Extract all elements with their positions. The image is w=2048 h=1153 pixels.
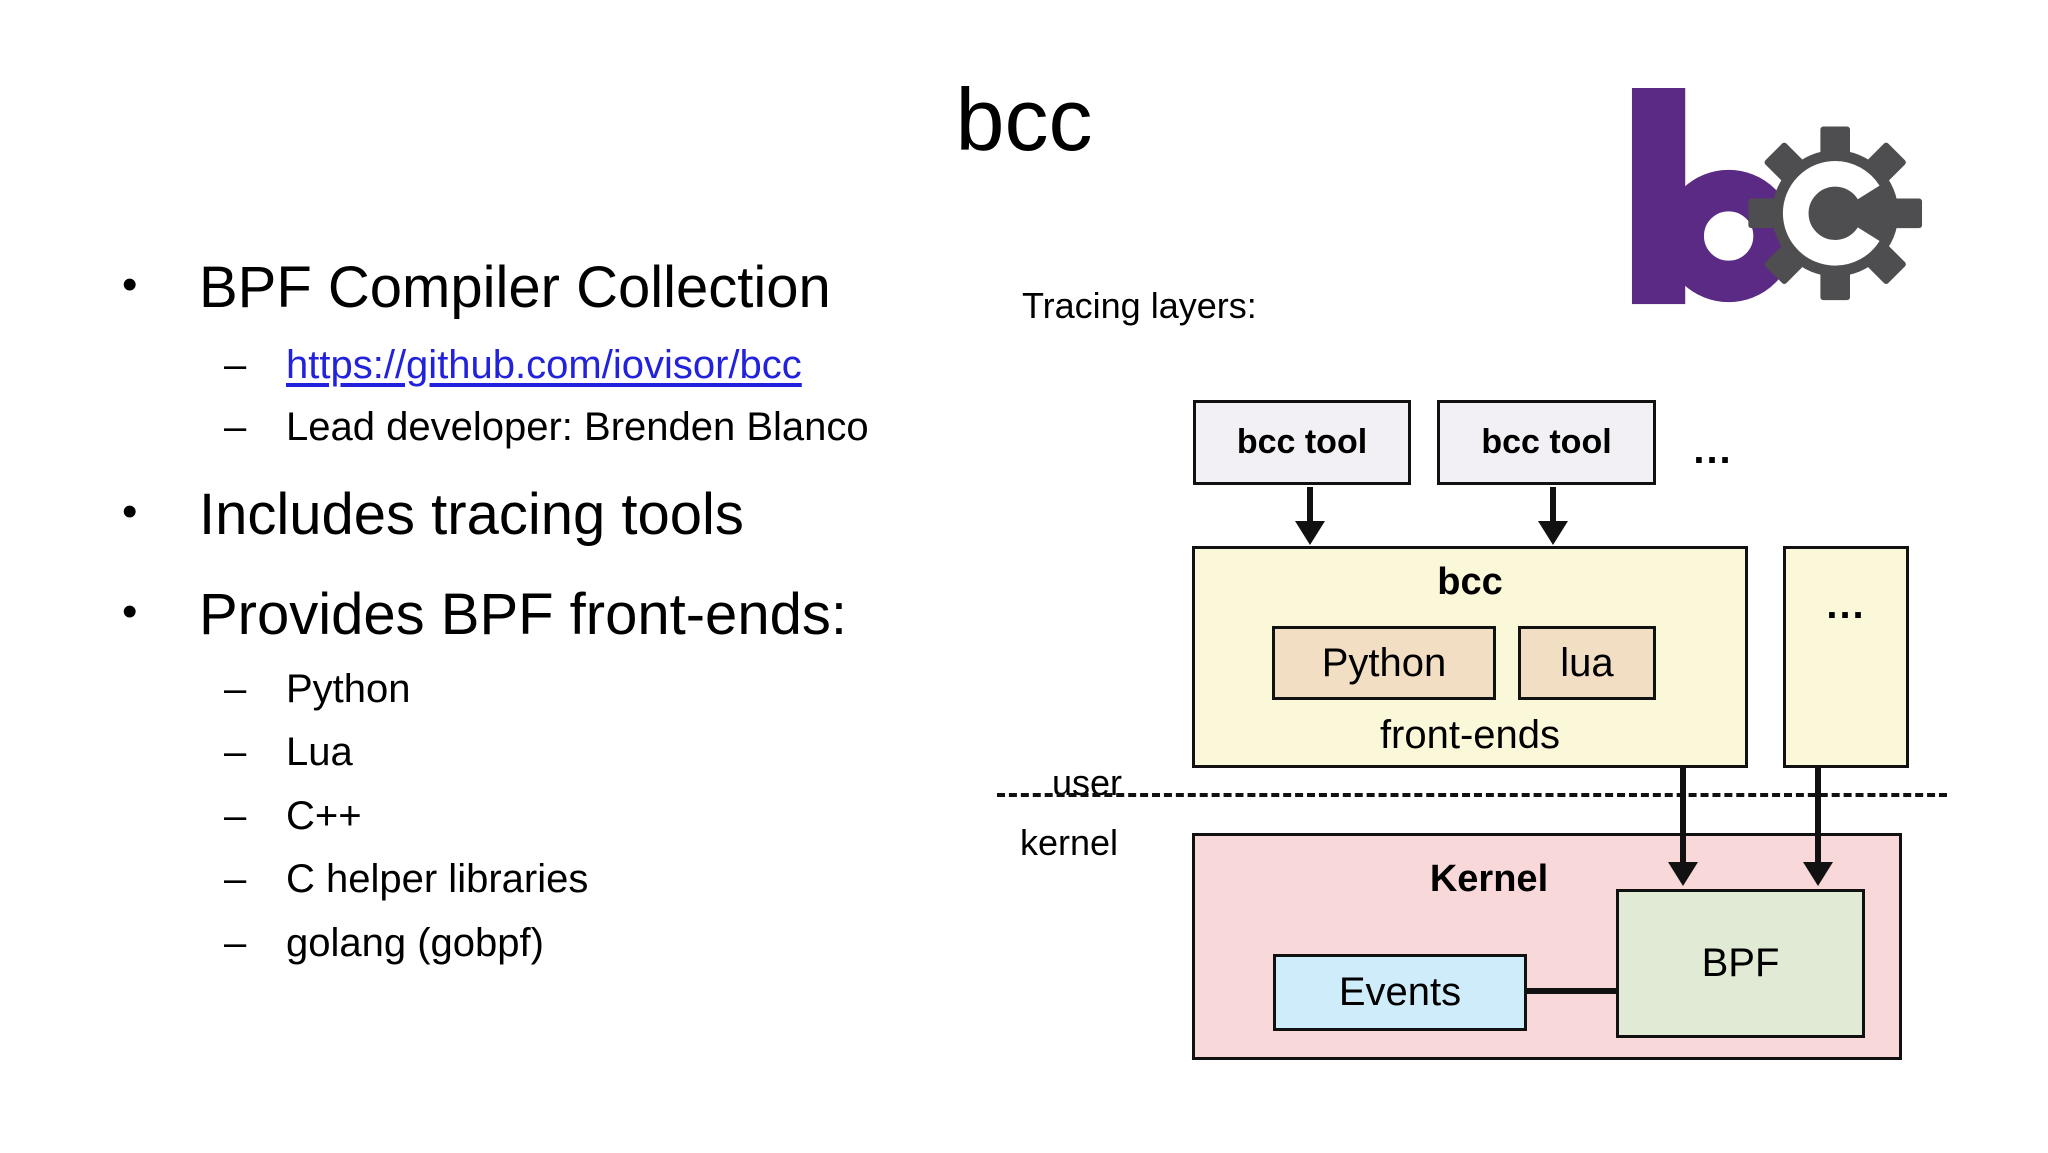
dash-icon: – — [224, 794, 247, 838]
bpf-box: BPF — [1616, 889, 1865, 1038]
events-label: Events — [1338, 970, 1462, 1014]
bcc-tool-label: bcc tool — [1236, 423, 1368, 461]
bullet-text: Python — [286, 667, 411, 711]
bcc-logo — [1628, 88, 1924, 310]
frontends-caption: front-ends — [1379, 713, 1561, 757]
bullet-text: Lua — [286, 730, 353, 774]
gear-icon — [1748, 126, 1923, 301]
bullet-text: Includes tracing tools — [199, 482, 744, 547]
events-box: Events — [1273, 954, 1527, 1031]
dash-icon: – — [224, 405, 247, 449]
github-link[interactable]: https://github.com/iovisor/bcc — [286, 343, 802, 387]
dash-icon: – — [224, 857, 247, 901]
bcc-tool-box-2: bcc tool — [1437, 400, 1656, 485]
bullet-icon: • — [122, 587, 138, 636]
more-frontends-box: ... — [1783, 546, 1909, 768]
python-label: Python — [1321, 640, 1447, 685]
bpf-label: BPF — [1701, 941, 1780, 985]
dash-icon: – — [224, 343, 247, 387]
kernel-box: Kernel Events BPF — [1192, 833, 1902, 1060]
bullet-icon: • — [122, 260, 138, 309]
bullet-text: Lead developer: Brenden Blanco — [286, 405, 869, 449]
kernel-space-label: kernel — [1020, 822, 1119, 863]
arrow-down-icon — [1295, 487, 1325, 545]
dash-icon: – — [224, 667, 247, 711]
bullet-text: golang (gobpf) — [286, 921, 544, 965]
arrow-down-icon — [1668, 768, 1698, 886]
arrow-down-icon — [1803, 768, 1833, 886]
user-kernel-divider — [997, 793, 1947, 797]
bcc-logo-graphic — [1631, 88, 1923, 305]
tracing-layers-label: Tracing layers: — [1022, 285, 1257, 326]
bcc-frontends-box: bcc Python lua front-ends — [1192, 546, 1748, 768]
dash-icon: – — [224, 921, 247, 965]
lua-frontend-box: lua — [1518, 626, 1656, 700]
bullet-text: C helper libraries — [286, 857, 589, 901]
bullet-icon: • — [122, 487, 138, 536]
events-bpf-connector — [1527, 988, 1616, 994]
bcc-tool-box-1: bcc tool — [1193, 400, 1411, 485]
tools-ellipsis: ... — [1693, 428, 1733, 472]
more-box-ellipsis: ... — [1826, 583, 1866, 627]
bullet-text: BPF Compiler Collection — [199, 255, 831, 320]
bullet-text: Provides BPF front-ends: — [199, 582, 847, 647]
arrow-down-icon — [1538, 487, 1568, 545]
lua-label: lua — [1560, 640, 1614, 685]
user-space-label: user — [1052, 762, 1123, 803]
bcc-box-title: bcc — [1437, 561, 1503, 603]
bullet-text: C++ — [286, 794, 362, 838]
python-frontend-box: Python — [1272, 626, 1496, 700]
bcc-tool-label: bcc tool — [1481, 423, 1612, 461]
dash-icon: – — [224, 730, 247, 774]
kernel-box-title: Kernel — [1429, 858, 1549, 900]
page-title: bcc — [955, 70, 1093, 169]
